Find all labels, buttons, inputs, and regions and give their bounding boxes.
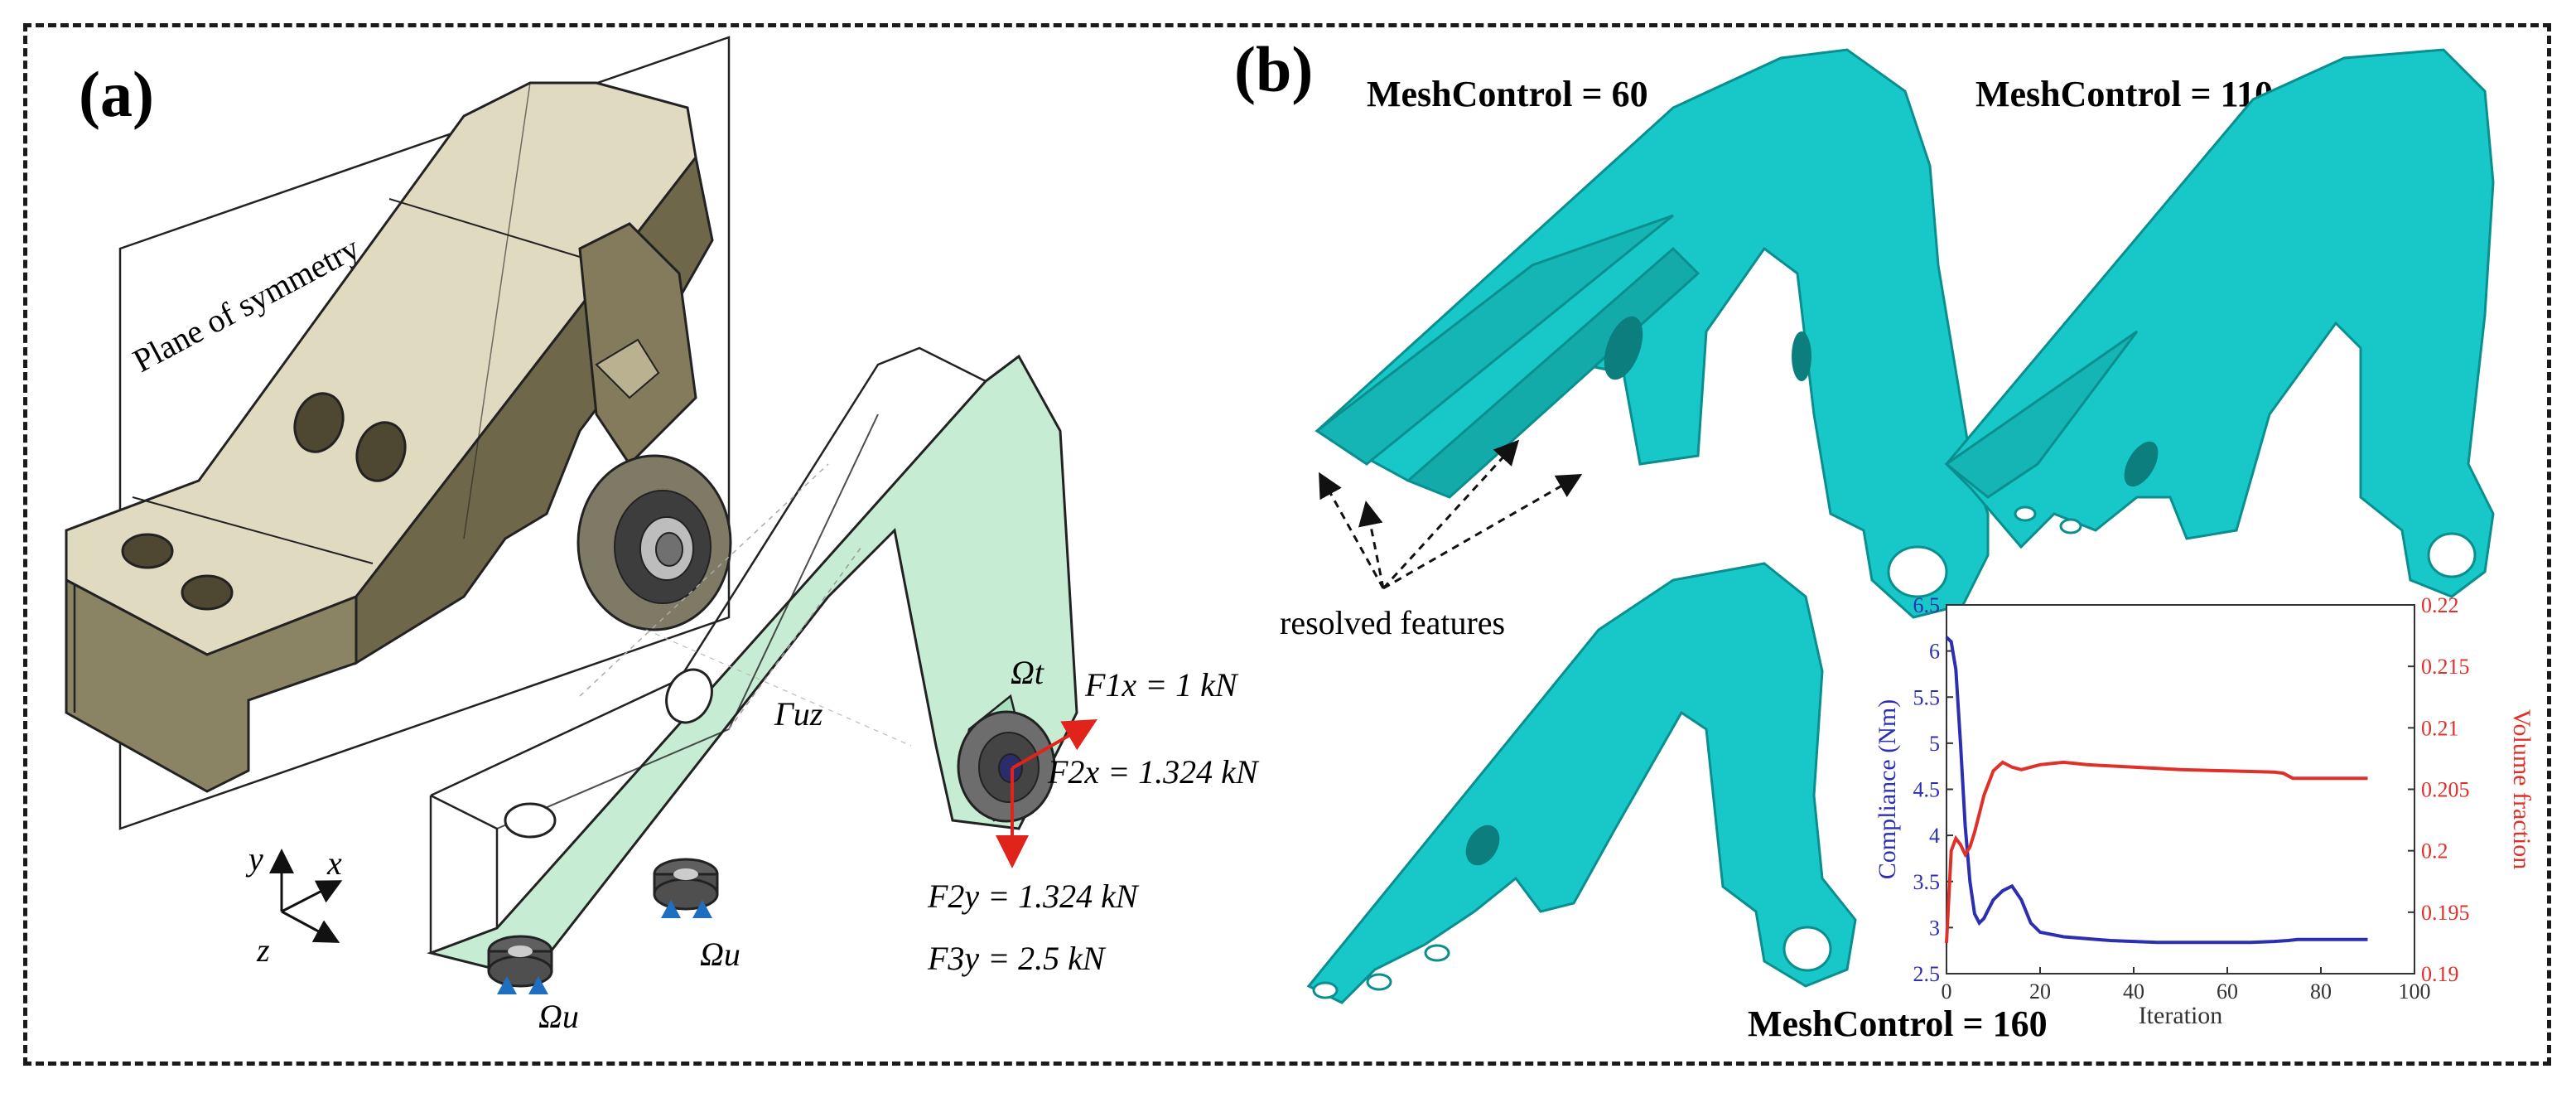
dashed-frame: [23, 23, 2551, 1066]
axis-z-label: z: [256, 931, 270, 969]
panel-a-label: (a): [79, 58, 154, 130]
y-left-axis-label: Compliance (Nm): [1874, 699, 1901, 879]
support-rings: [487, 858, 719, 988]
panel-b-label: (b): [1234, 33, 1313, 105]
design-domain-bracket: [426, 346, 1078, 979]
x-tick-label: 100: [2399, 979, 2431, 1004]
y-left-tick-label: 3: [1929, 916, 1940, 940]
omega-t-label: Ωt: [1011, 654, 1044, 691]
x-tick-label: 40: [2123, 979, 2144, 1004]
y-left-tick-label: 3.5: [1913, 870, 1941, 894]
topology-mesh-110: [1944, 48, 2495, 598]
force-f1x-label: F1x = 1 kN: [1084, 666, 1239, 704]
y-right-tick-label: 0.22: [2421, 593, 2459, 617]
y-left-tick-label: 5: [1929, 732, 1940, 756]
topology-mesh-160: [1306, 562, 1857, 1004]
axis-y-label: y: [245, 840, 263, 878]
resolved-features-label: resolved features: [1280, 604, 1505, 641]
y-right-tick-label: 0.21: [2421, 716, 2459, 740]
y-right-tick-label: 0.19: [2421, 962, 2459, 986]
convergence-chart: 0 20 40 60 80 100 2.5 3 3.5 4 4.5 5 5.5 6 6.5 0.19 0.195…: [1874, 593, 2535, 1029]
force-f3y-label: F3y = 2.5 kN: [927, 940, 1107, 977]
force-f2x-label: F2x = 1.324 kN: [1047, 753, 1260, 791]
x-tick-label: 60: [2217, 979, 2238, 1004]
compliance-series-line: [1945, 636, 2368, 945]
coordinate-triad: [269, 849, 343, 943]
x-axis-label: Iteration: [2139, 1002, 2223, 1029]
gamma-label: Γuz: [774, 695, 823, 733]
mesh-110-label: MeshControl = 110: [1975, 74, 2273, 114]
volume-fraction-series-line: [1945, 760, 2368, 944]
y-right-tick-label: 0.215: [2421, 655, 2470, 679]
support-arrows: [497, 900, 712, 994]
y-right-tick-label: 0.205: [2421, 778, 2470, 802]
y-left-tick-label: 4: [1929, 824, 1940, 848]
y-right-tick-label: 0.195: [2421, 901, 2470, 925]
axis-x-label: x: [326, 844, 342, 882]
force-f2y-label: F2y = 1.324 kN: [927, 878, 1140, 915]
y-left-tick-label: 5.5: [1913, 685, 1941, 709]
x-tick-label: 0: [1942, 979, 1952, 1004]
x-tick-label: 80: [2310, 979, 2332, 1004]
y-left-tick-label: 6: [1929, 640, 1940, 664]
mesh-160-label: MeshControl = 160: [1748, 1004, 2048, 1044]
omega-u-label-2: Ωu: [538, 998, 579, 1035]
resolved-feature-arrows: [1319, 439, 1583, 590]
force-arrow-x: [1011, 719, 1097, 770]
full-bracket: [65, 81, 732, 793]
mesh-60-label: MeshControl = 60: [1367, 74, 1648, 114]
y-left-tick-label: 4.5: [1913, 778, 1941, 802]
topology-mesh-60: [1315, 48, 1990, 619]
omega-u-label-1: Ωu: [700, 936, 740, 973]
x-tick-label: 20: [2029, 979, 2051, 1004]
y-right-tick-label: 0.2: [2421, 839, 2448, 863]
y-right-axis-label: Volume fraction: [2508, 709, 2535, 870]
y-left-tick-label: 2.5: [1913, 962, 1941, 986]
plot-area: [1946, 604, 2415, 975]
y-left-tick-label: 6.5: [1913, 593, 1941, 617]
